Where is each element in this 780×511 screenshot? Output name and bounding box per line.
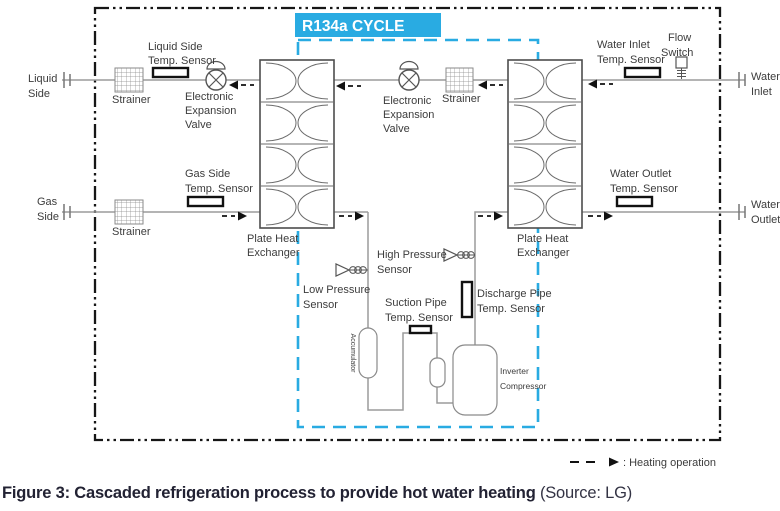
eev-middle-label: Electronic: [383, 95, 432, 107]
eev-left-label: Electronic: [185, 91, 234, 103]
liquid-strainer: Strainer: [112, 67, 151, 106]
suction-temp-sensor-symbol: [408, 324, 433, 335]
liquid-temp-sensor-label: Temp. Sensor: [148, 55, 216, 67]
low-pressure-sensor-label: Sensor: [303, 299, 338, 311]
gas-side-port-label: Side: [37, 211, 59, 223]
liquid-side-port-label: Side: [28, 88, 50, 100]
water-outlet-port-label: Outlet: [751, 214, 780, 226]
temp-sensor-symbols: [151, 66, 662, 335]
gas-temp-sensor-label: Gas Side: [185, 168, 230, 180]
water-inlet-temp-sensor-symbol: [623, 66, 662, 79]
diagram-canvas: R134a CYCLE Plate Heat Exchanger Plate H…: [28, 6, 780, 469]
accumulator: Accumulator: [349, 327, 378, 379]
figure-caption-source: (Source: LG): [535, 484, 633, 502]
r134a-cycle-title: R134a CYCLE: [295, 13, 441, 37]
right-hx-label: Exchanger: [517, 247, 570, 259]
gas-temp-sensor-symbol: [186, 195, 225, 208]
flow-switch-label: Switch: [661, 47, 693, 59]
middle-strainer-label: Strainer: [442, 93, 481, 105]
water-outlet-temp-sensor-label: Water Outlet: [610, 168, 671, 180]
inverter-compressor-label: Compressor: [500, 381, 546, 391]
liquid-side-port-label: Liquid: [28, 73, 57, 85]
liquid-strainer-label: Strainer: [112, 94, 151, 106]
water-outlet-temp-sensor-symbol: [615, 195, 654, 208]
high-pressure-sensor-label: Sensor: [377, 264, 412, 276]
water-outlet-temp-sensor-label: Temp. Sensor: [610, 183, 678, 195]
flow-switch: Flow Switch: [661, 32, 693, 79]
right-hx-label: Plate Heat: [517, 233, 568, 245]
discharge-temp-sensor-symbol: [460, 280, 474, 319]
water-inlet-temp-sensor-label: Temp. Sensor: [597, 54, 665, 66]
flow-switch-label: Flow: [668, 32, 691, 44]
gas-strainer-label: Strainer: [112, 226, 151, 238]
electronic-expansion-valve-middle: Electronic Expansion Valve: [383, 60, 434, 135]
suction-muffler: [429, 357, 446, 388]
unit-boundary-border: [93, 6, 722, 442]
inverter-compressor: Inverter Compressor: [452, 344, 546, 416]
suction-temp-sensor-label: Suction Pipe: [385, 297, 447, 309]
left-plate-heat-exchanger: Plate Heat Exchanger: [247, 59, 335, 259]
water-inlet-port-label: Inlet: [751, 86, 772, 98]
legend-heating-operation: : Heating operation: [570, 457, 716, 469]
discharge-temp-sensor-label: Temp. Sensor: [477, 303, 545, 315]
figure-caption-bold: Figure 3: Cascaded refrigeration process…: [2, 484, 536, 502]
gas-temp-sensor-label: Temp. Sensor: [185, 183, 253, 195]
middle-strainer: Strainer: [442, 67, 481, 105]
right-plate-heat-exchanger: Plate Heat Exchanger: [507, 59, 583, 259]
electronic-expansion-valve-left: Electronic Expansion Valve: [185, 60, 236, 131]
figure-caption: Figure 3: Cascaded refrigeration process…: [2, 484, 778, 503]
liquid-temp-sensor-label: Liquid Side: [148, 41, 202, 53]
low-pressure-sensor-label: Low Pressure: [303, 284, 370, 296]
eev-middle-label: Expansion: [383, 109, 434, 121]
water-inlet-port-label: Water: [751, 71, 780, 83]
liquid-temp-sensor-symbol: [151, 66, 190, 79]
gas-strainer: Strainer: [112, 199, 151, 238]
eev-left-label: Valve: [185, 119, 212, 131]
eev-left-label: Expansion: [185, 105, 236, 117]
left-hx-label: Plate Heat: [247, 233, 298, 245]
r134a-cycle-boundary: [296, 38, 540, 429]
pipe-end-marks: [63, 72, 746, 220]
flow-arrows: [222, 79, 613, 221]
left-hx-label: Exchanger: [247, 247, 300, 259]
inverter-compressor-label: Inverter: [500, 366, 529, 376]
accumulator-label: Accumulator: [349, 334, 356, 374]
legend-arrow-icon: [609, 457, 619, 467]
eev-middle-label: Valve: [383, 123, 410, 135]
high-pressure-sensor: High Pressure Sensor: [377, 248, 475, 276]
high-pressure-sensor-label: High Pressure: [377, 249, 447, 261]
low-pressure-sensor: Low Pressure Sensor: [303, 263, 370, 311]
gas-side-port-label: Gas: [37, 196, 58, 208]
water-outlet-port-label: Water: [751, 199, 780, 211]
legend-label: : Heating operation: [623, 457, 716, 469]
suction-temp-sensor-label: Temp. Sensor: [385, 312, 453, 324]
discharge-temp-sensor-label: Discharge Pipe: [477, 288, 552, 300]
water-inlet-temp-sensor-label: Water Inlet: [597, 39, 650, 51]
r134a-cycle-label: R134a CYCLE: [302, 18, 405, 35]
